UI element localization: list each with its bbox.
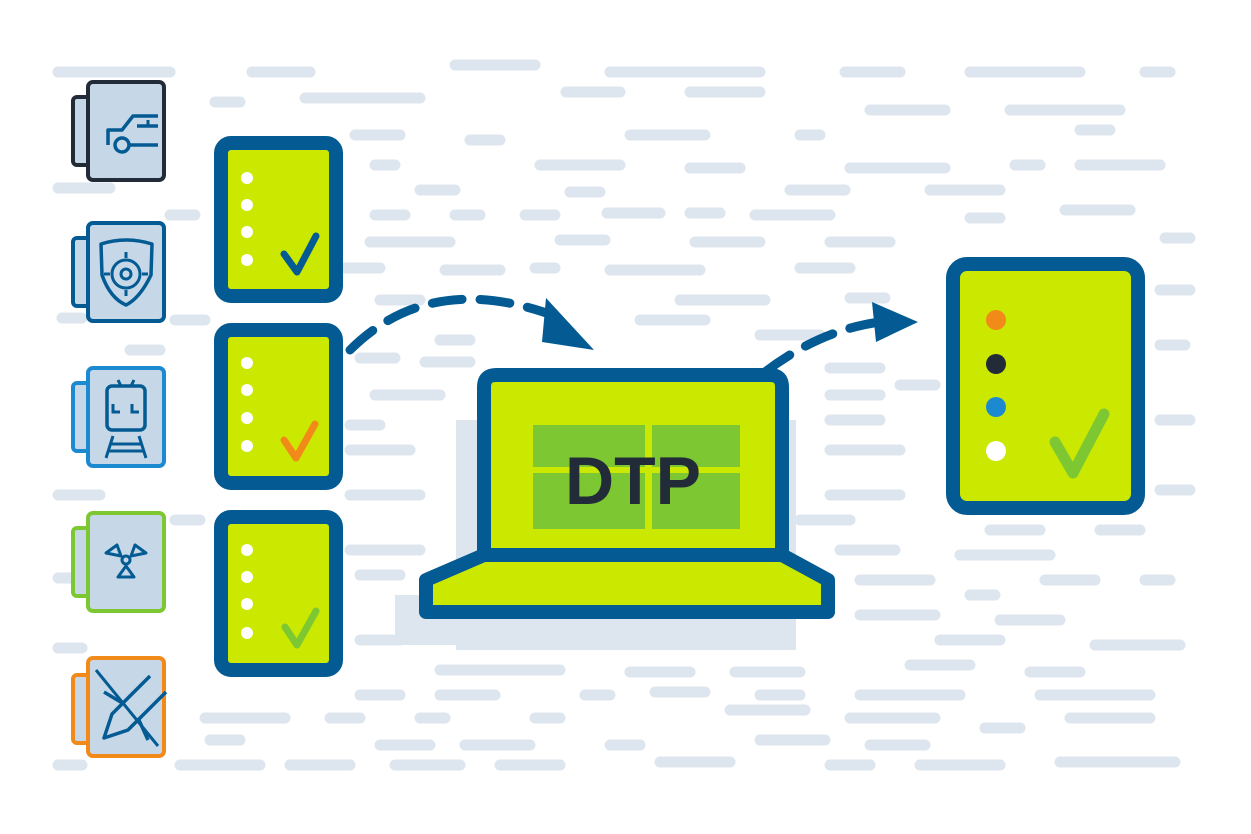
dashed-arrow-icon — [345, 294, 594, 355]
check-icon — [1049, 408, 1110, 479]
radiation-icon — [71, 511, 166, 613]
laptop: DTP — [395, 368, 835, 650]
checklist-document — [214, 510, 343, 677]
dtp-window-icon — [533, 425, 740, 529]
bullet-white — [986, 441, 1006, 461]
laptop-base — [419, 548, 835, 619]
background-dashes — [52, 59, 1196, 771]
check-icon — [280, 232, 320, 276]
checklist-document — [214, 323, 343, 490]
dtp-label: DTP — [565, 443, 701, 519]
check-icon — [281, 607, 320, 649]
bullet-orange — [986, 310, 1006, 330]
check-icon — [280, 420, 319, 462]
airplane-icon — [71, 656, 168, 758]
dashed-arrow-icon — [760, 302, 918, 377]
train-icon — [71, 366, 166, 468]
industry-icons — [71, 80, 168, 758]
bullet-black — [986, 354, 1006, 374]
shield-gear-icon — [71, 221, 166, 323]
bullet-blue — [986, 397, 1006, 417]
checklist-document — [214, 136, 343, 303]
car-icon — [71, 80, 166, 182]
result-document — [946, 257, 1145, 515]
checklist-documents — [214, 136, 343, 677]
